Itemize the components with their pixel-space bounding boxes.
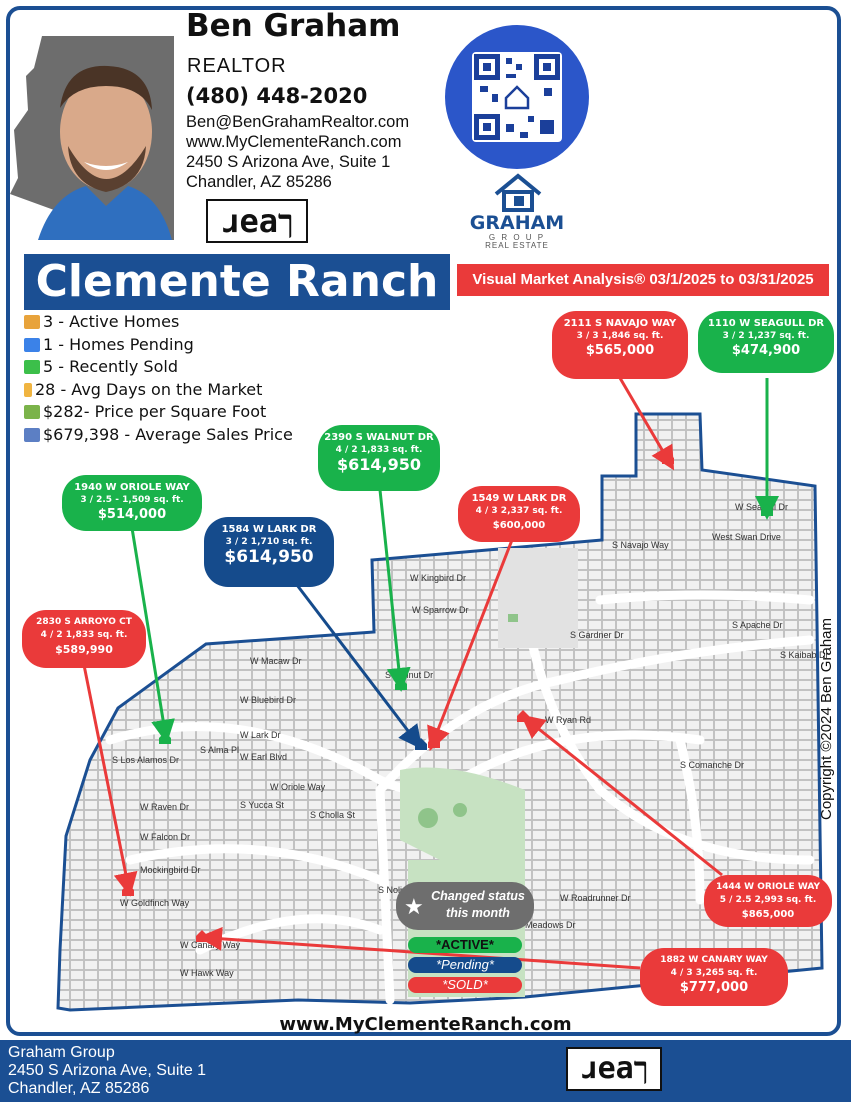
house-marker-active [159,732,171,744]
footer-company: Graham Group [8,1044,115,1061]
house-marker-sold [196,930,208,942]
check-icon [24,360,40,374]
stats-list: 3 - Active Homes 1 - Homes Pending 5 - R… [24,311,293,446]
market-analysis-banner: Visual Market Analysis® 03/1/2025 to 03/… [457,264,829,296]
qr-code-icon[interactable] [444,24,590,170]
footer-street: 2450 S Arizona Ave, Suite 1 [8,1062,207,1079]
agent-website[interactable]: www.MyClementeRanch.com [186,133,402,151]
agent-photo [10,36,174,240]
community-title: Clemente Ranch [24,254,450,310]
stat-item: 28 - Avg Days on the Market [24,379,293,402]
footer-address: Graham Group 2450 S Arizona Ave, Suite 1… [8,1044,206,1098]
house-markers [122,452,773,942]
footer-bar [0,1040,851,1102]
house-marker-sold [517,710,529,722]
graham-logo-realestate: REAL ESTATE [485,241,549,250]
refresh-icon [24,337,40,352]
agent-phone[interactable]: (480) 448-2020 [186,84,368,108]
graham-group-house-icon [494,173,542,212]
agent-email[interactable]: Ben@BenGrahamRealtor.com [186,113,410,131]
house-marker-sold [662,452,674,464]
legend-sold: *SOLD* [408,977,522,993]
house-marker-active [761,504,773,516]
website-footer[interactable]: www.MyClementeRanch.com [279,1014,572,1035]
stat-item: $282- Price per Square Foot [24,401,293,424]
hourglass-icon [24,382,32,397]
graham-logo-text: GRAHAM [469,212,565,234]
house-marker-sold [122,884,134,896]
agent-name: Ben Graham [186,8,401,44]
bar-chart-icon [24,427,40,442]
agent-contact: Ben@BenGrahamRealtor.com www.MyClementeR… [186,112,409,192]
house-marker-pending [415,738,427,750]
star-icon: ★ [404,894,424,919]
legend-active: *ACTIVE* [408,937,522,953]
agent-title: REALTOR [187,55,287,77]
house-marker-sold [428,736,440,748]
real-footer-logo: ɹeaך [566,1047,662,1091]
stat-item: 3 - Active Homes [24,311,293,334]
agent-address-line1: 2450 S Arizona Ave, Suite 1 [186,153,391,171]
money-icon [24,405,40,419]
house-icon [24,315,40,329]
legend-pending: *Pending* [408,957,522,973]
real-brokerage-logo: ɹeaך [206,199,308,243]
house-marker-active [395,678,407,690]
footer-city: Chandler, AZ 85286 [8,1080,150,1097]
stat-item: $679,398 - Average Sales Price [24,424,293,447]
graham-logo-group: G R O U P [488,233,546,242]
stat-item: 5 - Recently Sold [24,356,293,379]
stat-item: 1 - Homes Pending [24,334,293,357]
status-legend: ★ Changed status this month [396,882,534,930]
agent-address-line2: Chandler, AZ 85286 [186,173,332,191]
page-frame [6,6,841,1036]
copyright-text: Copyright ©2024 Ben Graham [818,618,835,820]
legend-heading: Changed status this month [431,889,525,920]
